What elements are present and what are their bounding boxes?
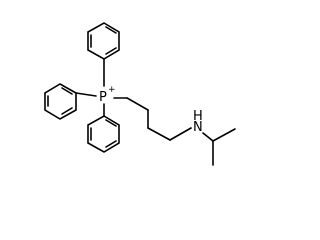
phosphorus-label: P	[99, 90, 107, 105]
phenyl-ring-bottom	[87, 115, 120, 153]
isopropyl-group	[202, 128, 236, 166]
molecule-diagram: P + N H	[44, 22, 236, 166]
nitrogen-hydrogen-label: H	[193, 109, 203, 124]
phosphorus-charge-label: +	[108, 85, 116, 95]
phenyl-ring-left	[44, 83, 77, 120]
butyl-chain	[126, 97, 192, 141]
nitrogen-label: N	[193, 120, 203, 135]
phenyl-ring-top	[87, 22, 120, 60]
phosphorus-bonds	[75, 58, 128, 117]
